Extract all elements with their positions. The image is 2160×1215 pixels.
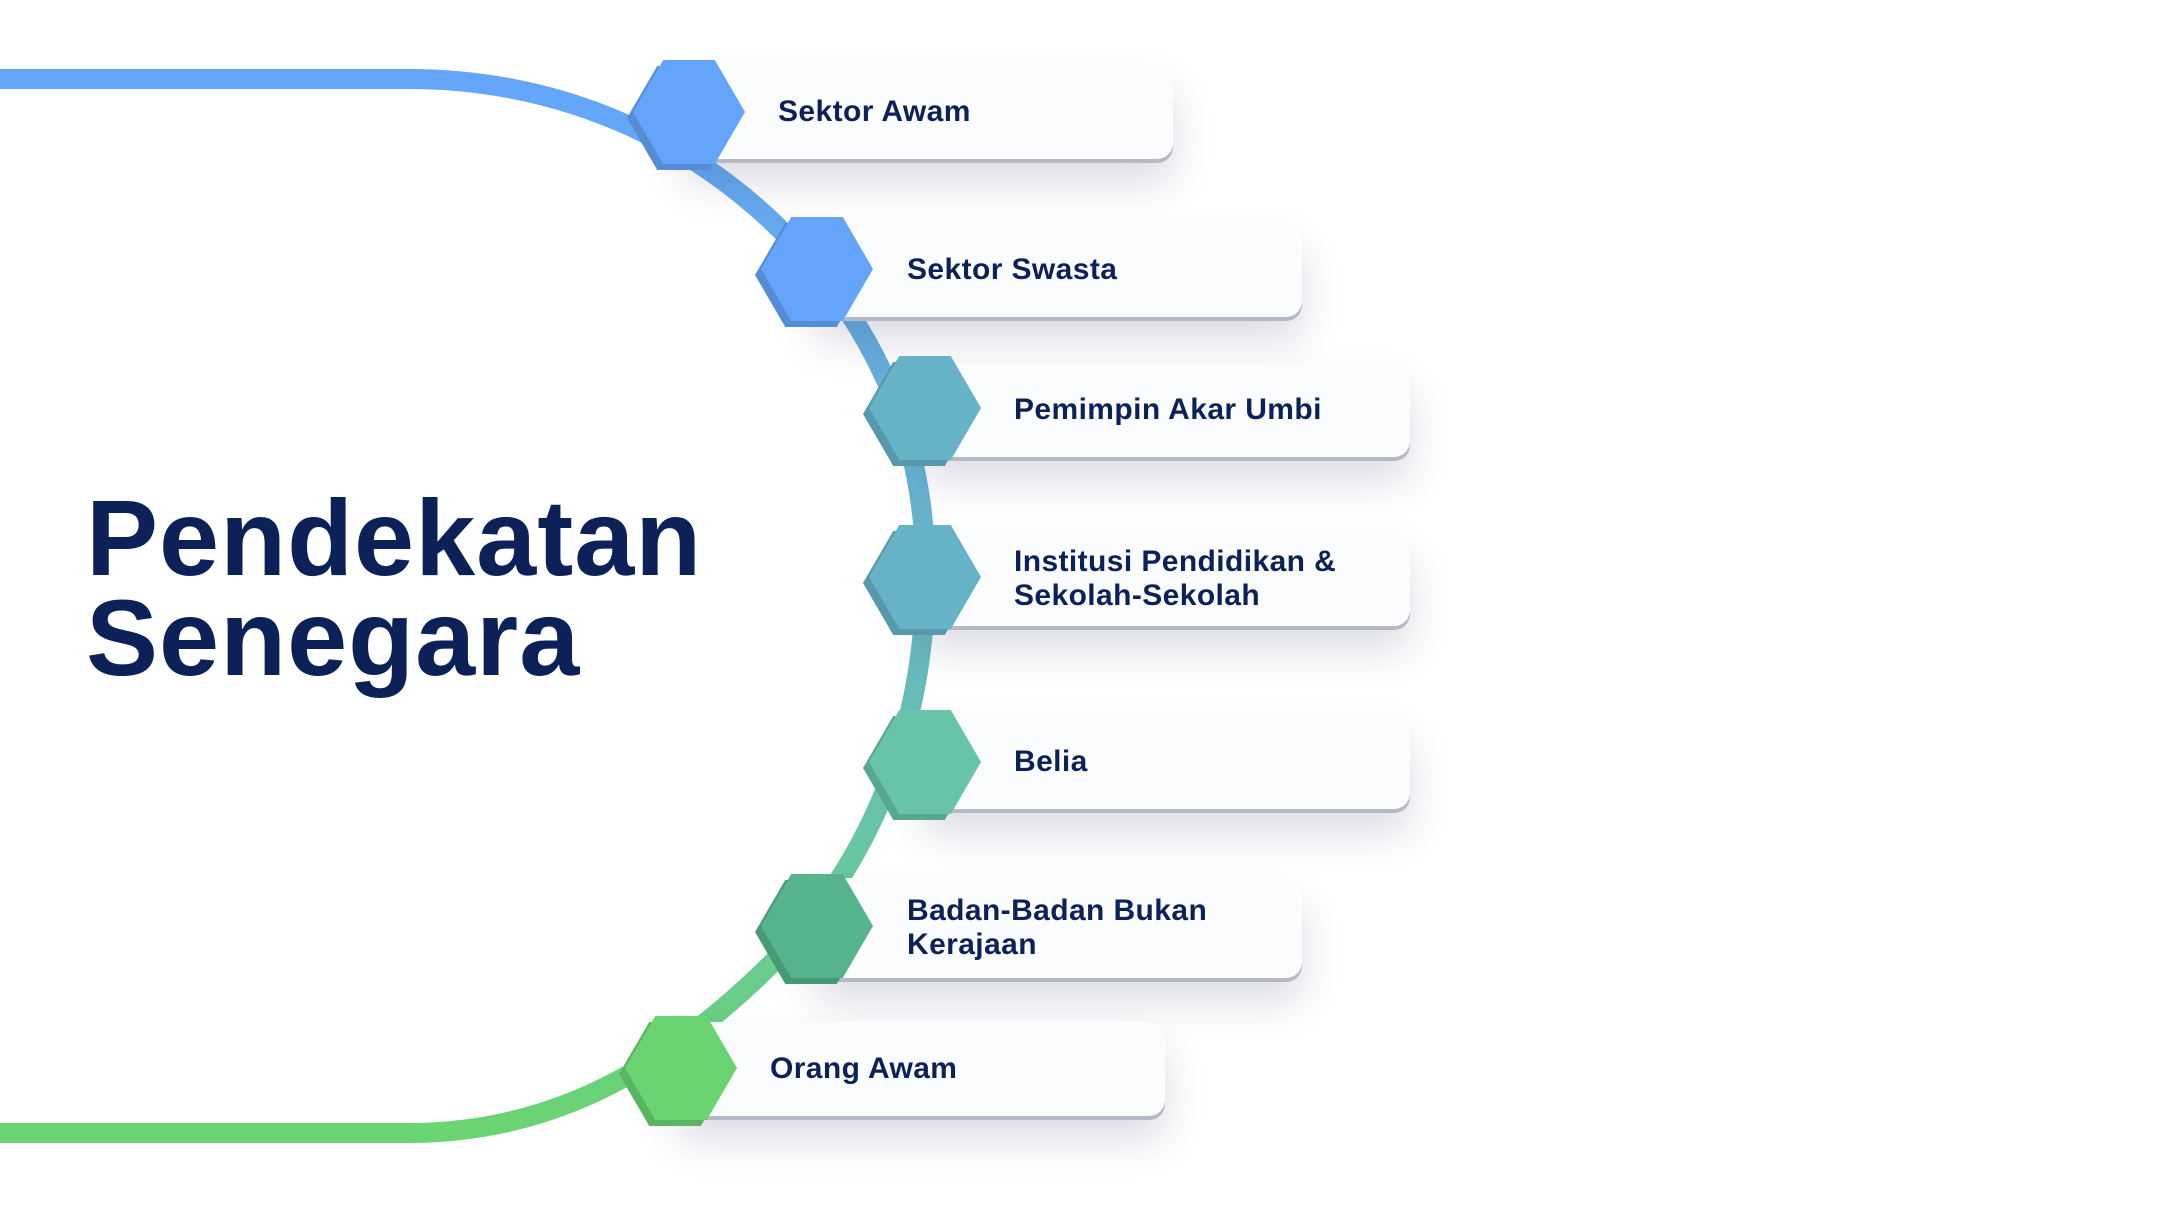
item-card-pemimpin-akar-umbi: Pemimpin Akar Umbi xyxy=(922,363,1410,457)
item-label: Badan-Badan Bukan Kerajaan xyxy=(907,894,1208,961)
hexagon-marker xyxy=(619,1016,737,1126)
title-line-2: Senegara xyxy=(86,577,581,698)
title-line-1: Pendekatan xyxy=(86,477,703,598)
hexagon-marker xyxy=(627,60,745,170)
item-label: Orang Awam xyxy=(770,1052,958,1085)
item-label: Pemimpin Akar Umbi xyxy=(1014,393,1322,426)
hexagon-marker xyxy=(755,874,873,984)
item-label: Sektor Swasta xyxy=(907,253,1118,286)
hexagon-marker xyxy=(863,525,981,635)
hexagon-marker xyxy=(863,356,981,466)
item-card-orang-awam: Orang Awam xyxy=(678,1022,1165,1116)
page-title: Pendekatan Senegara xyxy=(86,477,703,698)
hexagon-marker xyxy=(755,217,873,327)
item-label: Institusi Pendidikan & Sekolah-Sekolah xyxy=(1014,545,1337,612)
item-label: Sektor Awam xyxy=(778,95,971,128)
item-card-belia: Belia xyxy=(922,714,1410,809)
hexagon-marker xyxy=(863,710,981,820)
item-card-sektor-swasta: Sektor Swasta xyxy=(815,223,1302,317)
item-card-institusi-pendidikan: Institusi Pendidikan & Sekolah-Sekolah xyxy=(922,532,1410,626)
item-card-sektor-awam: Sektor Awam xyxy=(686,65,1173,159)
item-card-badan-bukan-kerajaan: Badan-Badan Bukan Kerajaan xyxy=(815,878,1302,978)
item-label: Belia xyxy=(1014,744,1088,778)
